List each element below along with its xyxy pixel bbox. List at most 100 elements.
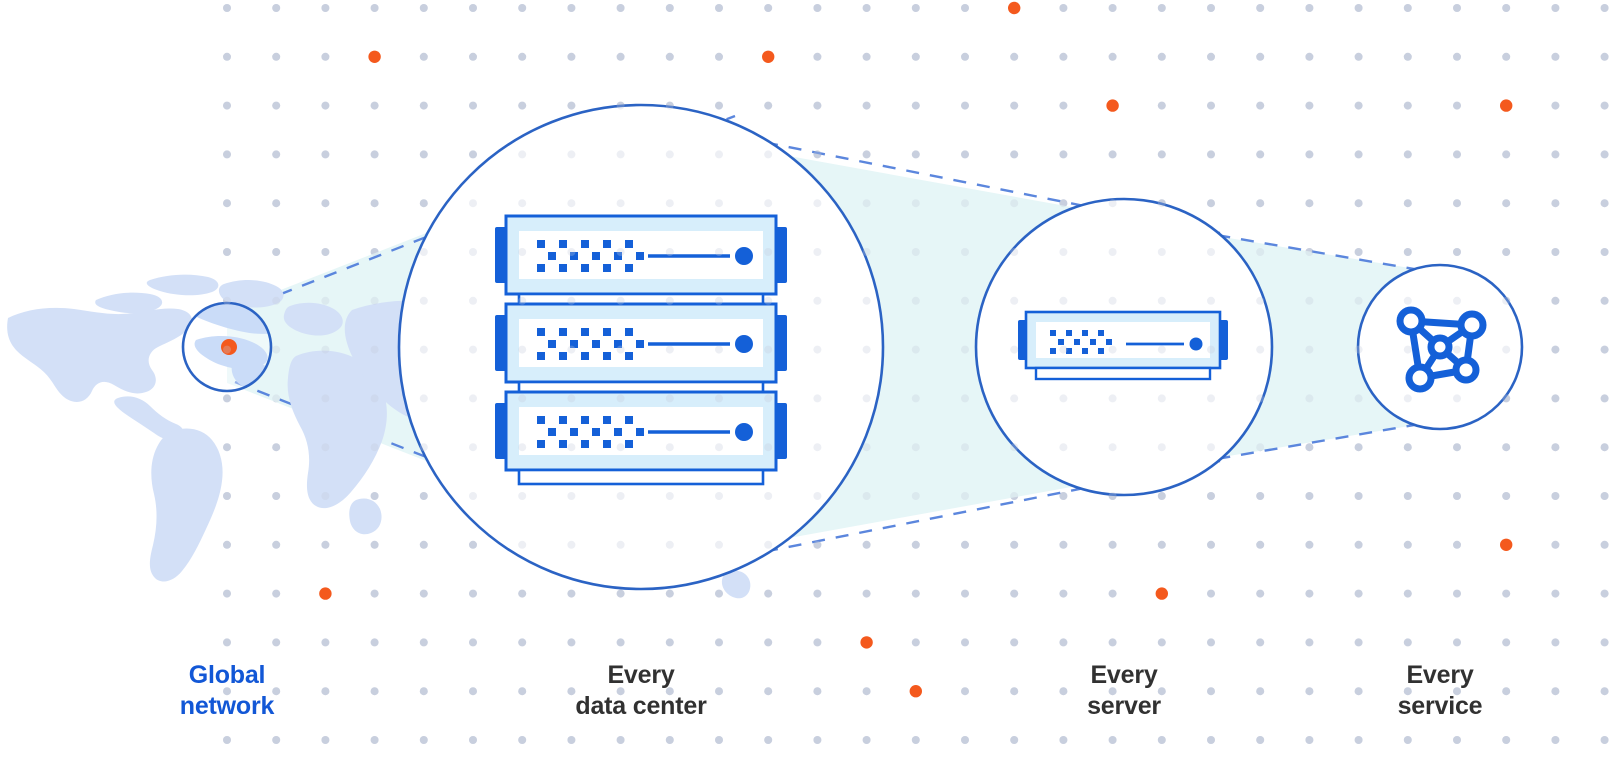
grid-dot bbox=[1108, 589, 1117, 598]
grid-dot-overlay bbox=[321, 345, 330, 354]
grid-dot bbox=[764, 687, 773, 696]
grid-dot-overlay bbox=[1551, 687, 1560, 696]
grid-dot bbox=[469, 589, 477, 598]
grid-dot bbox=[1453, 248, 1461, 256]
grid-dot bbox=[1305, 150, 1314, 159]
grid-dot-overlay bbox=[616, 540, 625, 549]
grid-dot bbox=[1354, 736, 1363, 744]
grid-dot bbox=[370, 199, 379, 208]
grid-dot-overlay bbox=[1354, 687, 1363, 696]
grid-dot-overlay bbox=[1059, 736, 1068, 744]
grid-dot-overlay bbox=[665, 394, 674, 403]
grid-dot bbox=[1256, 150, 1265, 159]
grid-dot-overlay bbox=[1403, 248, 1412, 256]
grid-dot-overlay bbox=[370, 345, 379, 354]
grid-dot-overlay bbox=[1502, 492, 1511, 500]
grid-dot-overlay bbox=[813, 199, 822, 208]
grid-dot-overlay bbox=[715, 150, 723, 159]
grid-dot-highlight bbox=[909, 685, 922, 698]
grid-dot bbox=[616, 736, 625, 744]
grid-dot-overlay bbox=[567, 540, 576, 549]
grid-dot bbox=[1305, 492, 1314, 500]
grid-dot bbox=[1207, 687, 1215, 696]
grid-dot-overlay bbox=[1157, 296, 1166, 305]
grid-dot-overlay bbox=[272, 101, 281, 110]
grid-dot-overlay bbox=[1157, 492, 1166, 500]
grid-dot-overlay bbox=[911, 394, 920, 403]
grid-dot-overlay bbox=[518, 199, 527, 208]
grid-dot-overlay bbox=[1010, 540, 1019, 549]
grid-dot bbox=[1207, 52, 1215, 61]
grid-dot-overlay bbox=[1207, 540, 1215, 549]
grid-dot-overlay bbox=[223, 589, 231, 598]
grid-dot-overlay bbox=[567, 248, 576, 256]
grid-dot-overlay bbox=[1256, 492, 1265, 500]
grid-dot bbox=[961, 589, 969, 598]
grid-dot bbox=[1256, 101, 1265, 110]
grid-dot-overlay bbox=[813, 52, 822, 61]
grid-dot-overlay bbox=[1403, 199, 1412, 208]
grid-dot bbox=[862, 4, 871, 12]
grid-dot-overlay bbox=[1502, 296, 1511, 305]
grid-dot bbox=[1305, 589, 1314, 598]
grid-dot-overlay bbox=[1059, 296, 1068, 305]
grid-dot bbox=[1108, 736, 1117, 744]
grid-dot-overlay bbox=[1600, 199, 1609, 208]
grid-dot-overlay bbox=[1207, 687, 1215, 696]
grid-dot-overlay bbox=[1403, 345, 1412, 354]
grid-dot-overlay bbox=[1256, 199, 1265, 208]
grid-dot-overlay bbox=[469, 540, 477, 549]
grid-dot bbox=[1502, 492, 1511, 500]
grid-dot-overlay bbox=[223, 248, 231, 256]
grid-dot-overlay bbox=[370, 296, 379, 305]
grid-dot bbox=[1502, 4, 1511, 12]
grid-dot-overlay bbox=[370, 199, 379, 208]
grid-dot-overlay bbox=[1010, 52, 1019, 61]
grid-dot-overlay bbox=[1207, 736, 1215, 744]
grid-dot-overlay bbox=[272, 345, 281, 354]
grid-dot-overlay bbox=[862, 736, 871, 744]
grid-dot-overlay bbox=[223, 540, 231, 549]
grid-dot-overlay bbox=[567, 150, 576, 159]
grid-dot-overlay bbox=[223, 492, 231, 500]
grid-dot bbox=[1453, 101, 1461, 110]
grid-dot bbox=[419, 638, 428, 647]
grid-dot-overlay bbox=[1059, 394, 1068, 403]
grid-dot-overlay bbox=[616, 150, 625, 159]
grid-dot bbox=[518, 638, 527, 647]
grid-dot bbox=[1157, 101, 1166, 110]
grid-dot-overlay bbox=[469, 443, 477, 452]
grid-dot bbox=[321, 101, 330, 110]
grid-dot-overlay bbox=[1600, 540, 1609, 549]
grid-dot-overlay bbox=[1059, 492, 1068, 500]
grid-dot-overlay bbox=[1502, 345, 1511, 354]
grid-dot-overlay bbox=[1354, 345, 1363, 354]
grid-dot-overlay bbox=[1157, 443, 1166, 452]
grid-dot-highlight bbox=[1008, 1, 1021, 15]
grid-dot bbox=[1108, 52, 1117, 61]
grid-dot bbox=[862, 589, 871, 598]
grid-dot-overlay bbox=[419, 394, 428, 403]
led-grid-single bbox=[1050, 330, 1112, 354]
grid-dot bbox=[1010, 540, 1019, 549]
grid-dot bbox=[1010, 52, 1019, 61]
grid-dot-overlay bbox=[469, 638, 477, 647]
grid-dot bbox=[813, 736, 822, 744]
grid-dot-overlay bbox=[321, 443, 330, 452]
grid-dot bbox=[1453, 492, 1461, 500]
grid-dot bbox=[1108, 150, 1117, 159]
grid-dot bbox=[567, 101, 576, 110]
grid-dot-overlay bbox=[813, 492, 822, 500]
grid-dot-overlay bbox=[1502, 394, 1511, 403]
grid-dot-overlay bbox=[419, 4, 428, 12]
grid-dot bbox=[1502, 52, 1511, 61]
grid-dot bbox=[321, 52, 330, 61]
server-rack-icon bbox=[495, 214, 787, 486]
server-unit-2 bbox=[495, 302, 787, 398]
grid-dot bbox=[272, 248, 281, 256]
grid-dot bbox=[518, 4, 527, 12]
grid-dot-overlay bbox=[813, 4, 822, 12]
grid-dot bbox=[321, 540, 330, 549]
grid-dot bbox=[1403, 638, 1412, 647]
grid-dot bbox=[370, 101, 379, 110]
